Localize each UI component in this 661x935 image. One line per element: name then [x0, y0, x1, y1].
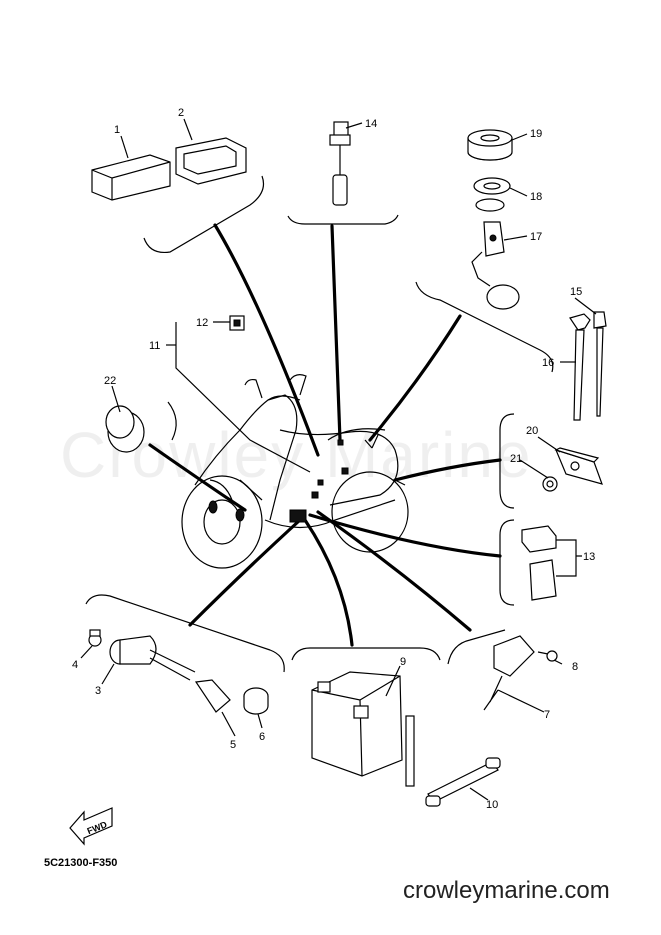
- callout-4: 4: [72, 659, 78, 671]
- part-connector-covers: [521, 525, 557, 601]
- callout-22: 22: [104, 375, 116, 387]
- callout-2: 2: [178, 107, 184, 119]
- part-sensor: [329, 121, 351, 206]
- part-fuse: [229, 315, 245, 331]
- part-plug-cap: [194, 679, 231, 713]
- part-nut: [542, 476, 558, 492]
- part-bolt: [537, 650, 558, 662]
- part-reflector: [554, 447, 603, 485]
- part-relay-bracket: [175, 137, 247, 185]
- callout-20: 20: [526, 425, 538, 437]
- drawing-code: 5C21300-F350: [44, 857, 118, 869]
- callout-21: 21: [510, 453, 522, 465]
- part-battery-strap: [425, 757, 501, 807]
- part-bolt-small: [88, 629, 102, 647]
- scooter-outline: [181, 374, 409, 569]
- part-cable-ties: [569, 311, 607, 421]
- fwd-arrow-icon: [69, 807, 113, 846]
- callout-15: 15: [570, 286, 582, 298]
- callout-19: 19: [530, 128, 542, 140]
- part-plug-cover: [243, 687, 269, 715]
- parts: [69, 121, 607, 846]
- callout-8: 8: [572, 661, 578, 673]
- callout-6: 6: [259, 731, 265, 743]
- callout-16: 16: [542, 357, 554, 369]
- site-url[interactable]: crowleymarine.com: [403, 877, 610, 904]
- callout-10: 10: [486, 799, 498, 811]
- callout-17: 17: [530, 231, 542, 243]
- callout-14: 14: [365, 118, 377, 130]
- callout-7: 7: [544, 709, 550, 721]
- group-brackets: [85, 175, 554, 673]
- part-ignition-coil: [109, 635, 196, 681]
- callout-leaders: [80, 118, 597, 801]
- part-cdi-unit: [91, 154, 171, 201]
- part-relay: [483, 635, 535, 711]
- part-horn: [105, 405, 145, 453]
- callout-9: 9: [400, 656, 406, 668]
- callout-3: 3: [95, 685, 101, 697]
- callout-18: 18: [530, 191, 542, 203]
- callout-13: 13: [583, 551, 595, 563]
- part-grommet: [467, 129, 513, 161]
- callout-5: 5: [230, 739, 236, 751]
- callout-1: 1: [114, 124, 120, 136]
- part-battery: [311, 671, 415, 787]
- wiring-leaders: [148, 223, 502, 647]
- callout-11: 11: [149, 340, 160, 352]
- part-gasket: [473, 177, 511, 195]
- part-fuel-sender: [471, 198, 520, 310]
- callout-12: 12: [196, 317, 208, 329]
